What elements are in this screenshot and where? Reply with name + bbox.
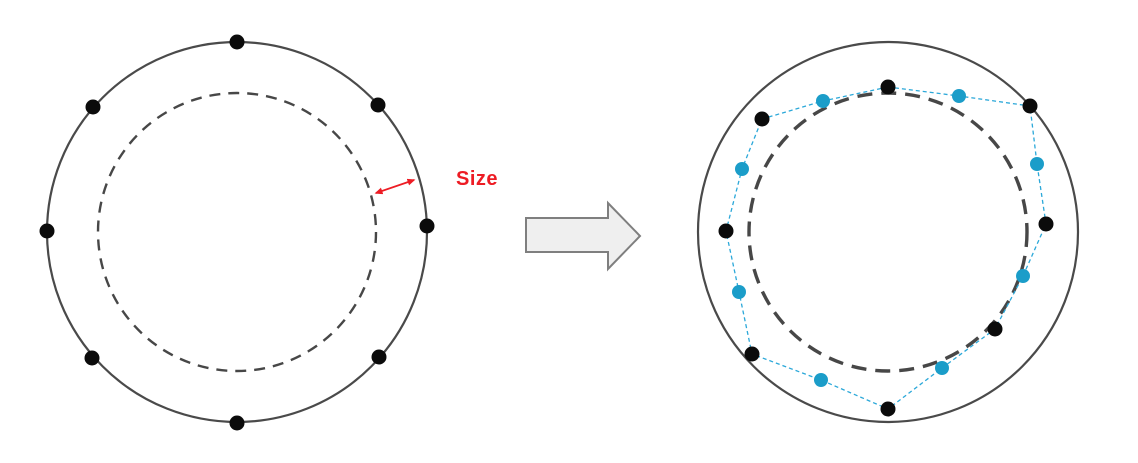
right-inner-dashed-circle <box>747 91 1029 373</box>
sample-dot-black <box>880 401 896 417</box>
sample-dot-blue <box>935 361 949 375</box>
transform-arrow-icon <box>525 200 642 272</box>
sample-dot-black <box>1022 98 1038 114</box>
left-outer-circle <box>45 40 429 424</box>
boundary-dot <box>370 97 386 113</box>
left-boundary-dots <box>39 34 435 431</box>
sample-dot-blue <box>952 89 966 103</box>
size-label: Size <box>456 168 498 190</box>
sample-dot-black <box>744 346 760 362</box>
left-inner-dashed-circle <box>96 91 378 373</box>
boundary-dot <box>371 349 387 365</box>
sample-dot-blue <box>732 285 746 299</box>
boundary-dot <box>84 350 100 366</box>
sample-dot-blue <box>814 373 828 387</box>
boundary-dot <box>39 223 55 239</box>
original-circle-panel: Size <box>39 34 498 431</box>
sample-dot-black <box>718 223 734 239</box>
boundary-dot <box>229 415 245 431</box>
size-annotation: Size <box>374 168 498 195</box>
sample-dot-blue <box>816 94 830 108</box>
sample-dot-black <box>880 79 896 95</box>
boundary-dot <box>419 218 435 234</box>
perturbed-sample-polygon <box>725 86 1047 410</box>
right-outer-circle <box>696 40 1080 424</box>
sample-dot-blue <box>735 162 749 176</box>
sample-dot-black <box>1038 216 1054 232</box>
sample-dot-blue <box>1016 269 1030 283</box>
perturbed-dots <box>718 79 1054 417</box>
boundary-dot <box>229 34 245 50</box>
sample-dot-blue <box>1030 157 1044 171</box>
sample-dot-black <box>987 321 1003 337</box>
perturbed-circle-panel <box>696 40 1080 424</box>
sample-dot-black <box>754 111 770 127</box>
boundary-dot <box>85 99 101 115</box>
size-arrow <box>374 178 416 195</box>
